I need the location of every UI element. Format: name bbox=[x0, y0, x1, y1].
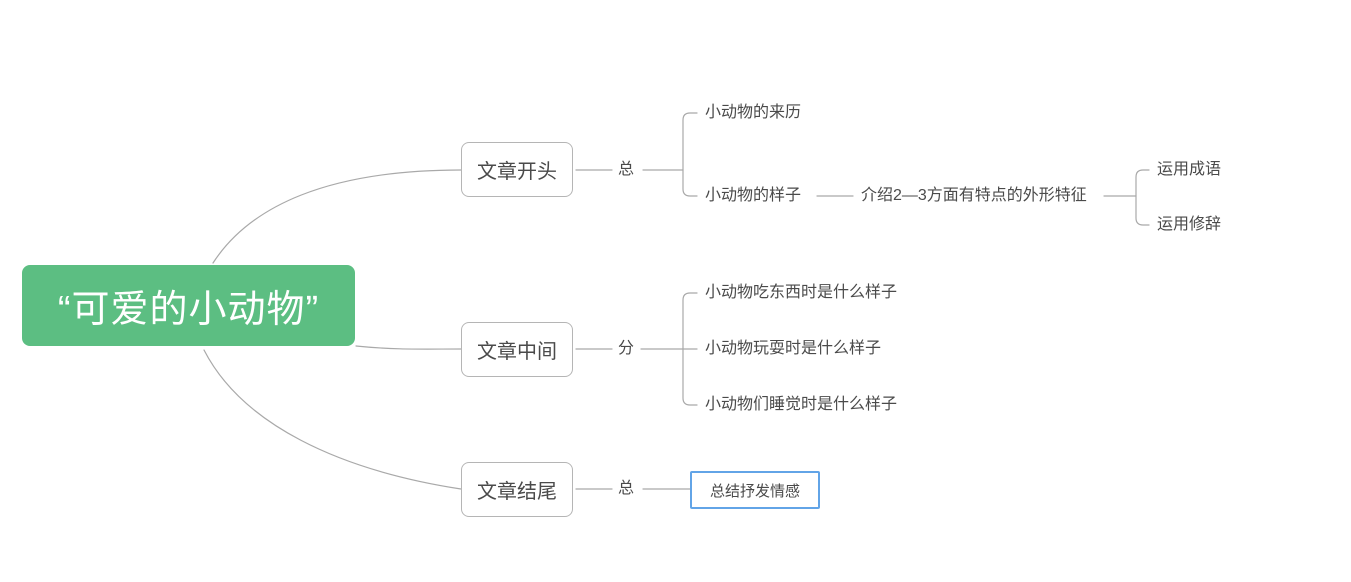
branch-topic-article-opening[interactable]: 文章开头 bbox=[461, 142, 573, 197]
bracket-intro-children bbox=[1135, 169, 1150, 226]
connector-root-to-opening bbox=[212, 169, 462, 264]
type-label-ending-general[interactable]: 总 bbox=[618, 480, 635, 497]
leaf-intro-features[interactable]: 介绍2—3方面有特点的外形特征 bbox=[861, 187, 1087, 204]
root-topic[interactable]: “可爱的小动物” bbox=[22, 265, 355, 346]
leaf-use-rhetoric[interactable]: 运用修辞 bbox=[1157, 216, 1222, 233]
leaf-animal-playing[interactable]: 小动物玩耍时是什么样子 bbox=[705, 340, 882, 357]
branch-topic-article-ending[interactable]: 文章结尾 bbox=[461, 462, 573, 517]
leaf-animal-sleeping[interactable]: 小动物们睡觉时是什么样子 bbox=[705, 396, 898, 413]
branch-topic-article-middle[interactable]: 文章中间 bbox=[461, 322, 573, 377]
leaf-animal-appearance[interactable]: 小动物的样子 bbox=[705, 187, 802, 204]
leaf-summary-emotion-selected[interactable]: 总结抒发情感 bbox=[690, 471, 820, 509]
type-label-opening-general[interactable]: 总 bbox=[618, 161, 635, 178]
leaf-animal-origin[interactable]: 小动物的来历 bbox=[705, 104, 802, 121]
connector-root-to-ending bbox=[203, 349, 462, 490]
type-label-middle-detail[interactable]: 分 bbox=[618, 340, 635, 357]
leaf-animal-eating[interactable]: 小动物吃东西时是什么样子 bbox=[705, 284, 898, 301]
bracket-opening-children bbox=[682, 112, 698, 197]
leaf-use-idioms[interactable]: 运用成语 bbox=[1157, 161, 1222, 178]
connector-root-to-middle bbox=[355, 345, 462, 350]
